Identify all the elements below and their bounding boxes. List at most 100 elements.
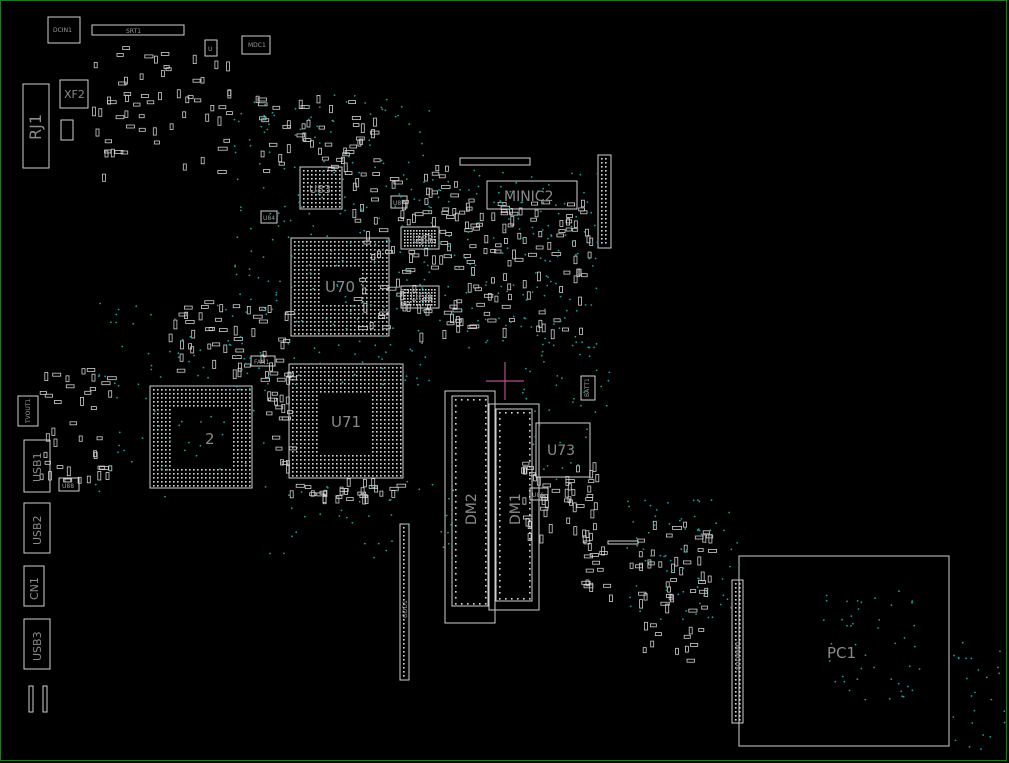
pin-pad	[485, 567, 487, 569]
via	[264, 389, 266, 392]
dm1-outline[interactable]	[488, 403, 540, 611]
smd-component	[288, 446, 297, 451]
pin-pad	[396, 391, 398, 393]
via	[381, 367, 384, 370]
u73-outline[interactable]	[535, 422, 591, 478]
pin-pad	[372, 403, 374, 405]
u-small-outline[interactable]	[204, 39, 218, 57]
pin-pad	[400, 379, 402, 381]
sodimm-outline[interactable]	[731, 579, 744, 724]
dcin1-outline[interactable]	[47, 16, 81, 44]
smd-component	[522, 237, 527, 244]
u84-outline[interactable]	[260, 210, 278, 224]
minic2-outline[interactable]	[486, 180, 578, 210]
pin-pad	[338, 333, 340, 335]
pin-pad	[296, 463, 298, 465]
u71-outline[interactable]	[288, 363, 404, 479]
pin-pad	[364, 459, 366, 461]
pin-pad	[221, 393, 223, 395]
pin-pad	[161, 429, 163, 431]
usb3-outline[interactable]	[23, 618, 51, 670]
u86-outline[interactable]	[529, 487, 549, 501]
via	[957, 657, 960, 660]
via	[294, 107, 297, 110]
pin-pad	[410, 233, 412, 235]
tvout1-outline[interactable]	[17, 395, 39, 427]
smd-component	[80, 396, 84, 406]
bottom-left-part-b[interactable]	[42, 685, 48, 713]
smd-component	[232, 355, 242, 360]
pin-pad	[499, 442, 501, 444]
via	[453, 254, 456, 257]
via	[828, 660, 831, 662]
pin-pad	[461, 603, 463, 605]
via	[703, 594, 705, 597]
rj1-outline[interactable]	[22, 83, 50, 169]
odd1-outline[interactable]	[399, 523, 410, 681]
u88-outline[interactable]	[58, 477, 80, 492]
pin-pad	[340, 471, 342, 473]
xf2-outline[interactable]	[59, 79, 89, 109]
dm2-outline[interactable]	[444, 390, 496, 624]
smd-component	[441, 185, 451, 189]
via	[339, 212, 342, 215]
pin-pad	[233, 433, 235, 435]
via	[543, 360, 545, 363]
smd-component	[65, 384, 75, 389]
pin-pad	[300, 475, 302, 477]
bottom-part-a[interactable]	[607, 540, 639, 545]
u68-outline[interactable]	[400, 226, 440, 250]
pin-pad	[413, 239, 415, 241]
u72-outline[interactable]	[149, 385, 253, 489]
pin-pad	[320, 391, 322, 393]
pin-pad	[422, 301, 424, 303]
via	[561, 467, 564, 469]
u87-outline[interactable]	[390, 195, 408, 209]
pin-pad	[323, 174, 325, 176]
smd-component	[495, 243, 502, 248]
u-right-small-outline[interactable]	[580, 375, 596, 401]
via	[361, 361, 364, 363]
pin-pad	[403, 579, 405, 581]
srt1-outline[interactable]	[91, 24, 185, 36]
right-connector-outline[interactable]	[597, 154, 612, 249]
usb1-outline[interactable]	[23, 439, 51, 493]
smd-component	[344, 149, 355, 154]
pin-pad	[338, 309, 340, 311]
cn1-outline[interactable]	[23, 565, 45, 607]
usb2-outline[interactable]	[23, 502, 51, 554]
via	[419, 363, 422, 366]
pin-pad	[403, 567, 405, 569]
pin-pad	[294, 297, 296, 299]
via	[542, 343, 544, 346]
pin-pad	[322, 317, 324, 319]
mdc1-outline[interactable]	[241, 35, 271, 55]
via	[265, 313, 268, 315]
via	[874, 597, 876, 600]
smd-component	[48, 471, 52, 481]
via	[289, 219, 292, 222]
pin-pad	[485, 507, 487, 509]
minic-slot-outline[interactable]	[459, 157, 531, 166]
via	[970, 657, 973, 660]
pin-pad	[312, 451, 314, 453]
pin-pad	[455, 477, 457, 479]
pin-pad	[370, 309, 372, 311]
pin-pad	[332, 455, 334, 457]
pin-pad	[392, 467, 394, 469]
u83-outline[interactable]	[299, 166, 343, 210]
smd-component	[683, 560, 692, 565]
pin-pad	[157, 485, 159, 487]
pin-pad	[328, 379, 330, 381]
pin-pad	[306, 333, 308, 335]
pin-pad	[372, 407, 374, 409]
pin-pad	[169, 401, 171, 403]
via	[424, 356, 427, 359]
bottom-left-part-a[interactable]	[28, 685, 34, 713]
small-part-outline[interactable]	[60, 119, 74, 141]
via	[464, 257, 467, 260]
smd-component	[551, 488, 561, 493]
smd-component	[97, 470, 102, 481]
pin-pad	[332, 463, 334, 465]
